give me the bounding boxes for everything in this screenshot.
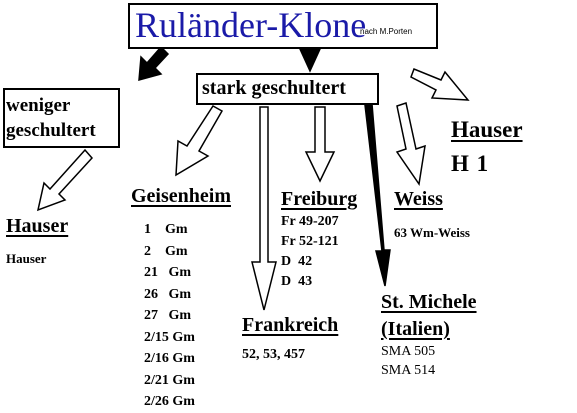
hauser-h1-heading: Hauser xyxy=(451,117,523,142)
freiburg-list: Fr 49-207 Fr 52-121 D 42 D 43 xyxy=(281,212,339,292)
arrow-stark-to-weiss xyxy=(395,102,426,186)
title-box xyxy=(128,3,438,49)
stark-geschultert-label: stark geschultert xyxy=(202,77,346,99)
list-item: 2/15 Gm xyxy=(144,329,195,345)
st-michele-list: SMA 505 SMA 514 xyxy=(381,342,435,380)
geisenheim-heading: Geisenheim xyxy=(131,185,231,207)
list-item: 2 Gm xyxy=(144,243,188,259)
weniger-geschultert-box xyxy=(3,88,120,148)
weiss-text: 63 Wm-Weiss xyxy=(394,225,470,240)
arrow-title-to-weniger xyxy=(138,45,170,82)
arrow-stark-to-frankreich xyxy=(251,106,277,311)
st-michele-heading: St. Michele (Italien) xyxy=(381,289,477,343)
diagram-title: Ruländer-Klone xyxy=(135,5,367,45)
list-item: Fr 52-121 xyxy=(281,234,339,249)
list-item: 2/16 Gm xyxy=(144,351,195,366)
weniger-line-2: geschultert xyxy=(6,120,96,141)
list-item: D 43 xyxy=(281,274,313,289)
weniger-geschultert-label: weniger geschultert xyxy=(6,93,96,143)
hauser-left-heading: Hauser xyxy=(6,215,69,237)
list-item: D 42 xyxy=(281,254,313,269)
list-item: Fr 49-207 xyxy=(281,214,339,229)
freiburg-heading: Freiburg xyxy=(281,188,358,210)
hauser-h1-text: H 1 xyxy=(451,151,490,176)
list-item: SMA 505 xyxy=(381,344,436,359)
st-michele-line-2: (Italien) xyxy=(381,318,450,340)
weiss-heading: Weiss xyxy=(394,188,443,210)
list-item: 21 Gm xyxy=(144,265,192,280)
list-item: 26 Gm xyxy=(144,286,192,302)
arrow-stark-to-hauser-h1 xyxy=(410,68,470,101)
arrow-stark-to-freiburg xyxy=(304,106,336,183)
weniger-line-1: weniger xyxy=(6,95,71,116)
arrow-stark-to-geisenheim xyxy=(175,105,224,177)
list-item: SMA 514 xyxy=(381,363,436,378)
arrow-stark-to-st-michele xyxy=(364,103,391,287)
arrow-weniger-to-hauser xyxy=(36,148,94,212)
hauser-left-text: Hauser xyxy=(6,251,47,266)
stark-geschultert-box xyxy=(196,73,379,105)
list-item: 2/26 Gm xyxy=(144,394,195,409)
frankreich-heading: Frankreich xyxy=(242,314,339,336)
st-michele-line-1: St. Michele xyxy=(381,291,477,313)
list-item: 2/21 Gm xyxy=(144,372,195,388)
frankreich-text: 52, 53, 457 xyxy=(242,347,305,362)
geisenheim-list: 1 Gm 2 Gm 21 Gm 26 Gm 27 Gm 2/15 Gm 2/16… xyxy=(144,219,195,413)
list-item: 27 Gm xyxy=(144,308,192,323)
arrow-title-to-stark xyxy=(298,48,322,73)
diagram-title-source: nach M.Porten xyxy=(360,27,413,36)
list-item: 1 Gm xyxy=(144,222,188,237)
